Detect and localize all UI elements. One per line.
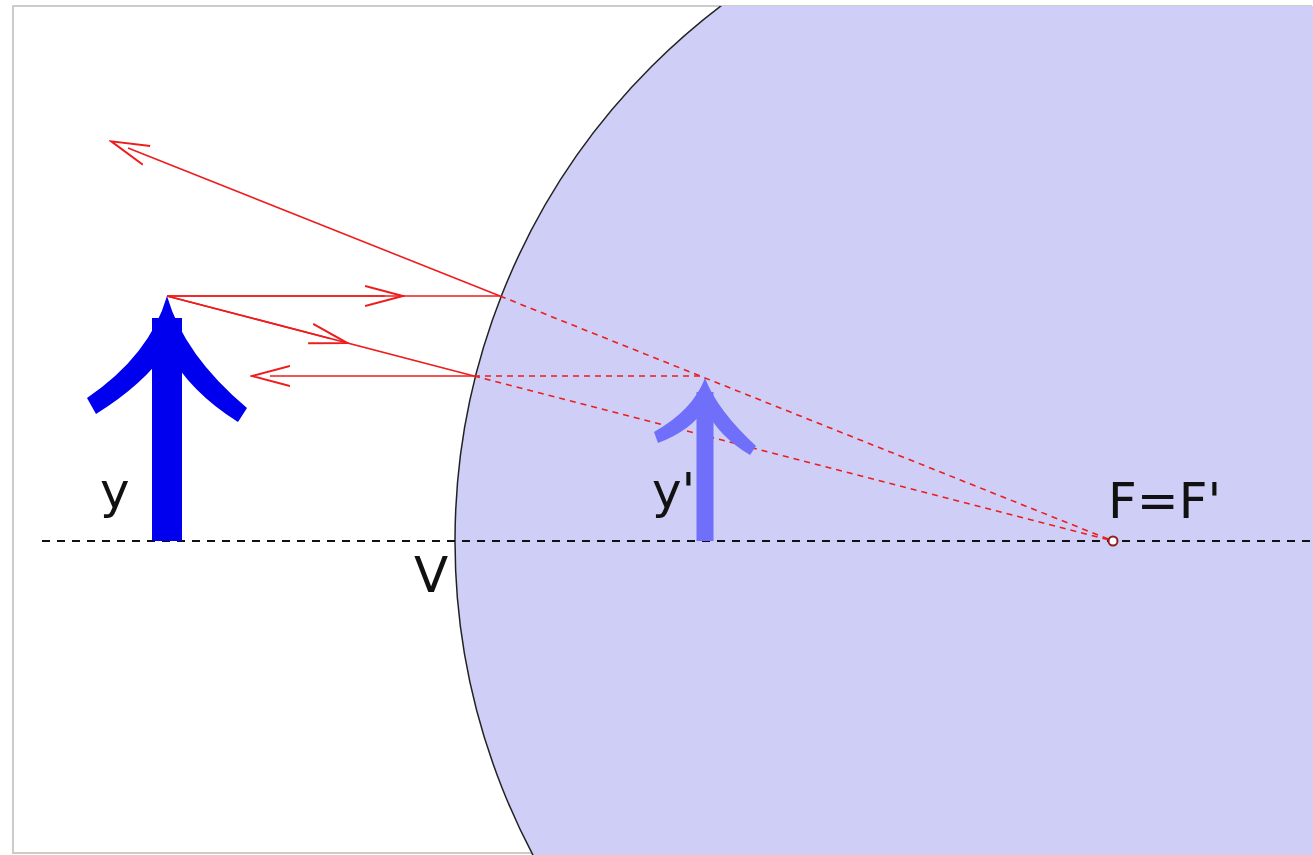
- convex-mirror: [455, 6, 1313, 855]
- focus-label: F=F': [1108, 476, 1221, 526]
- vertex-label: V: [414, 550, 448, 600]
- optical-axis: [42, 540, 1313, 542]
- height-label: y: [100, 466, 130, 516]
- height-label: y': [652, 466, 695, 516]
- focal-point: [1109, 537, 1118, 546]
- object-arrow: [87, 296, 247, 541]
- virtual-rays: [474, 296, 1113, 541]
- image-arrow: [654, 378, 756, 541]
